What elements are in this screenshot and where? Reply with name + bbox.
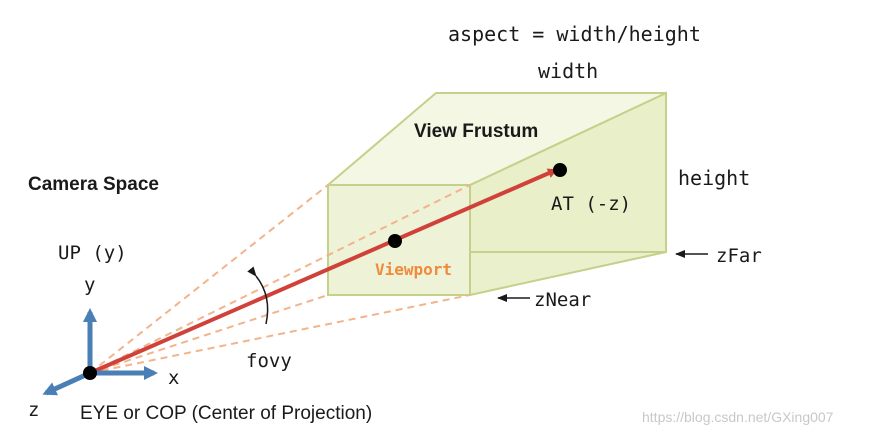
height-label: height bbox=[678, 166, 750, 190]
projection-line-bottom-right bbox=[89, 294, 471, 374]
z-axis-arrow bbox=[42, 370, 92, 396]
fovy-label: fovy bbox=[246, 350, 292, 372]
x-axis-label: x bbox=[168, 367, 179, 389]
znear-label: zNear bbox=[534, 289, 591, 311]
at-label: AT (-z) bbox=[551, 193, 631, 215]
view-direction-arrow bbox=[89, 168, 558, 375]
aspect-label: aspect = width/height bbox=[448, 22, 701, 46]
up-label: UP (y) bbox=[58, 242, 127, 264]
zfar-label: zFar bbox=[716, 245, 762, 267]
view-frustum-label: View Frustum bbox=[414, 121, 538, 142]
eye-cop-label: EYE or COP (Center of Projection) bbox=[80, 403, 372, 424]
watermark: https://blog.csdn.net/GXing007 bbox=[642, 409, 834, 425]
at-point bbox=[553, 163, 567, 177]
projection-lines bbox=[89, 184, 471, 374]
eye-point bbox=[83, 366, 97, 380]
camera-space-label: Camera Space bbox=[28, 174, 159, 195]
viewport-label: Viewport bbox=[375, 260, 452, 279]
z-axis-label: z bbox=[28, 399, 39, 421]
projection-line-top-left bbox=[89, 184, 329, 374]
projection-line-bottom-left bbox=[89, 294, 329, 374]
projection-line-top-right bbox=[89, 184, 471, 374]
viewport-center-point bbox=[388, 234, 402, 248]
fovy-arc bbox=[247, 266, 269, 325]
width-label: width bbox=[538, 59, 598, 83]
y-axis-label: y bbox=[84, 274, 95, 296]
